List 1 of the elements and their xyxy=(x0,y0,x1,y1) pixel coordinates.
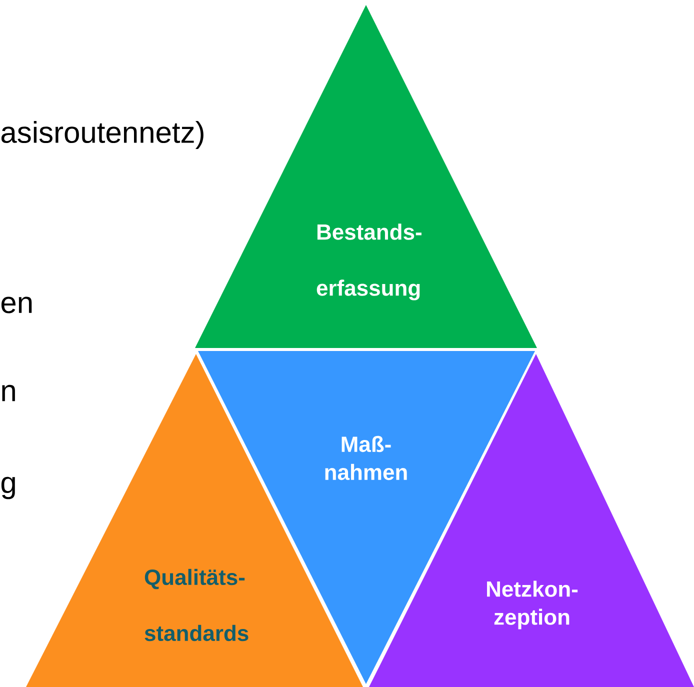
text-fragment: en xyxy=(1,296,32,314)
